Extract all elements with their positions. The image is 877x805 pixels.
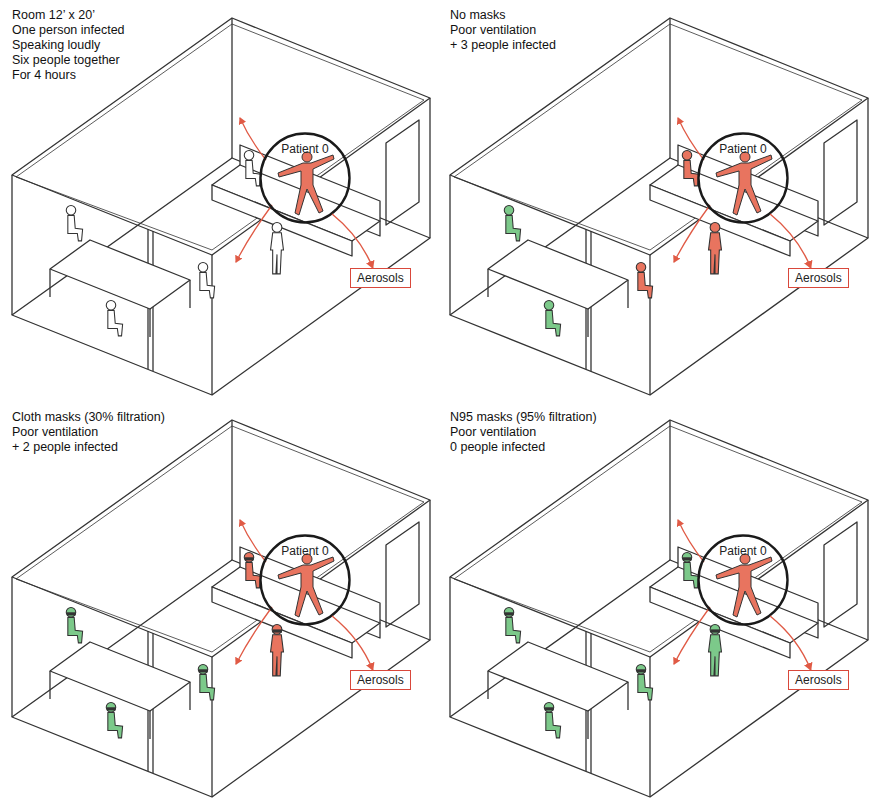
person-seated (636, 263, 652, 298)
aerosol-box: Aerosols (350, 268, 411, 288)
aerosol-box: Aerosols (788, 268, 849, 288)
scenario-note: One person infected (12, 23, 125, 38)
patient-figure (278, 152, 334, 215)
aerosol-label: Aerosols (357, 271, 404, 285)
aerosol-arrows (674, 520, 710, 664)
person-standing (271, 223, 284, 274)
aerosol-label: Aerosols (795, 271, 842, 285)
scenario-note: Poor ventilation (450, 23, 536, 38)
aerosol-connector (332, 214, 373, 268)
person-seated (198, 665, 214, 700)
scenario-note: No masks (450, 8, 506, 23)
patient-label: Patient 0 (697, 544, 789, 558)
patient-label: Patient 0 (259, 544, 351, 558)
person-seated (66, 206, 82, 241)
scenario-panel (450, 420, 868, 797)
patient-circle: Patient 0 (259, 534, 351, 626)
room-outline (450, 18, 868, 395)
scenario-panel (450, 18, 868, 395)
scenario-note: For 4 hours (12, 68, 76, 83)
aerosol-connector (770, 214, 811, 268)
aerosol-label: Aerosols (357, 673, 404, 687)
person-standing (709, 223, 722, 274)
person-seated (66, 608, 82, 643)
patient-figure (278, 554, 334, 617)
room-outline (450, 420, 868, 797)
room-outline (12, 420, 430, 797)
patient-figure (716, 152, 772, 215)
scenario-note: Speaking loudly (12, 38, 100, 53)
patient-label: Patient 0 (259, 142, 351, 156)
aerosol-label: Aerosols (795, 673, 842, 687)
aerosol-arrows (236, 520, 272, 664)
scenario-panel (12, 420, 430, 797)
aerosol-arrows (674, 118, 710, 262)
person-standing (709, 625, 722, 676)
scenario-note: 0 people infected (450, 440, 545, 455)
person-seated (544, 703, 560, 738)
aerosol-box: Aerosols (350, 670, 411, 690)
scenario-panel (12, 18, 430, 395)
scenario-note: Poor ventilation (12, 425, 98, 440)
person-seated (106, 301, 122, 336)
scenario-note: Six people together (12, 53, 120, 68)
patient-label: Patient 0 (697, 142, 789, 156)
person-seated (198, 263, 214, 298)
patient-circle: Patient 0 (697, 132, 789, 224)
person-standing (271, 625, 284, 676)
person-seated (106, 703, 122, 738)
aerosol-connector (770, 616, 811, 670)
scenario-note: N95 masks (95% filtration) (450, 410, 597, 425)
person-seated (504, 206, 520, 241)
person-seated (636, 665, 652, 700)
room-outline (12, 18, 430, 395)
person-seated (544, 301, 560, 336)
aerosol-connector (332, 616, 373, 670)
scenario-note: Poor ventilation (450, 425, 536, 440)
person-seated (244, 553, 260, 588)
person-seated (682, 553, 698, 588)
scenario-note: + 3 people infected (450, 38, 556, 53)
person-seated (244, 151, 260, 186)
person-seated (682, 151, 698, 186)
scenario-note: + 2 people infected (12, 440, 118, 455)
patient-circle: Patient 0 (259, 132, 351, 224)
scenario-note: Room 12’ x 20’ (12, 8, 95, 23)
person-seated (504, 608, 520, 643)
aerosol-box: Aerosols (788, 670, 849, 690)
patient-circle: Patient 0 (697, 534, 789, 626)
aerosol-arrows (236, 118, 272, 262)
patient-figure (716, 554, 772, 617)
scenario-note: Cloth masks (30% filtration) (12, 410, 165, 425)
